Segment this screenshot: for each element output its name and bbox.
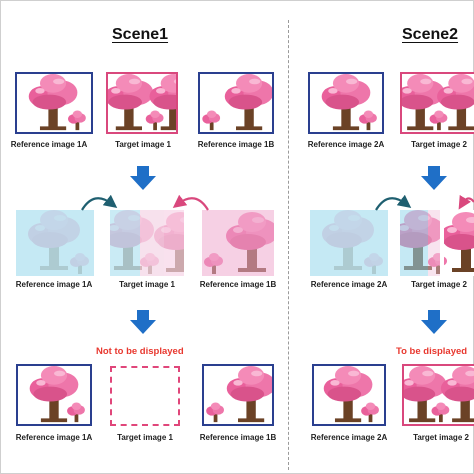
target-image-1-row1: [106, 72, 178, 134]
status-not-displayed: Not to be displayed: [96, 346, 184, 357]
scene1-title: Scene1: [112, 26, 169, 43]
reference-image-2a-row3: [312, 364, 386, 426]
label-target-1-row1: Target image 1: [115, 140, 171, 149]
tree-image: [323, 366, 379, 423]
reference-image-2a-row2: [310, 210, 388, 276]
label-target-1-row3: Target image 1: [117, 433, 173, 442]
tree-image: [206, 366, 272, 423]
label-ref-1a-row3: Reference image 1A: [15, 433, 93, 442]
tree-image: [28, 74, 86, 131]
label-target-1-row2: Target image 1: [119, 280, 175, 289]
label-ref-2a-row2: Reference image 2A: [310, 280, 388, 289]
down-arrow-icon: [130, 166, 156, 190]
reference-image-1a-row3: [16, 364, 92, 426]
reference-image-1b-row3: [202, 364, 274, 426]
label-ref-1a-row1: Reference image 1A: [10, 140, 88, 149]
down-arrow-icon: [421, 166, 447, 190]
reference-image-2a-row1: [308, 72, 384, 134]
curved-arrow-icon: [375, 194, 412, 211]
label-ref-2a-row3: Reference image 2A: [310, 433, 388, 442]
label-ref-2a-row1: Reference image 2A: [307, 140, 385, 149]
label-target-2-row1: Target image 2: [411, 140, 467, 149]
tree-image: [108, 74, 176, 131]
down-arrow-icon: [130, 310, 156, 334]
tree-image: [321, 74, 377, 131]
target-image-2-row3: [402, 364, 474, 426]
tree-image: [202, 74, 272, 131]
tree-image: [402, 74, 474, 131]
reference-image-1a-row1: [15, 72, 93, 134]
label-ref-1a-row2: Reference image 1A: [15, 280, 93, 289]
label-ref-1b-row1: Reference image 1B: [197, 140, 275, 149]
target-image-2-row2: [400, 210, 474, 276]
curved-arrow-icon: [172, 194, 209, 211]
target-image-1-empty: [110, 366, 180, 426]
tree-image: [404, 366, 474, 423]
label-target-2-row2: Target image 2: [411, 280, 467, 289]
reference-image-1a-row2: [16, 210, 94, 276]
down-arrow-icon: [421, 310, 447, 334]
label-ref-1b-row2: Reference image 1B: [199, 280, 277, 289]
label-target-2-row3: Target image 2: [413, 433, 469, 442]
reference-image-1b-row1: [198, 72, 274, 134]
tree-image: [29, 366, 85, 423]
reference-image-1b-row2: [202, 210, 274, 276]
curved-arrow-icon: [81, 194, 118, 211]
curved-arrow-icon: [458, 194, 474, 210]
scene2-title: Scene2: [402, 26, 459, 43]
target-image-2-row1: [400, 72, 474, 134]
status-to-be-displayed: To be displayed: [396, 346, 468, 357]
label-ref-1b-row3: Reference image 1B: [199, 433, 277, 442]
scene-divider: [288, 20, 289, 470]
target-image-1-row2: [110, 210, 184, 276]
